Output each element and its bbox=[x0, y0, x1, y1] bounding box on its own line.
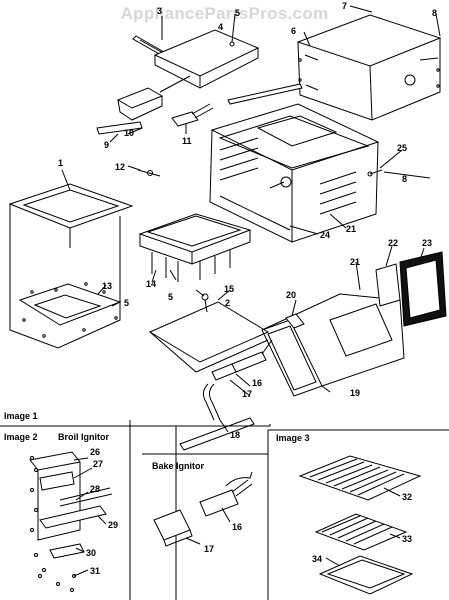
broil-grid-part-33 bbox=[314, 513, 408, 551]
callout: 5 bbox=[124, 298, 129, 308]
callout: 16 bbox=[252, 378, 262, 388]
callout: 25 bbox=[397, 143, 407, 153]
bake-ignitor-detail bbox=[153, 471, 253, 547]
callout: 12 bbox=[115, 162, 125, 172]
oven-rack-part-32 bbox=[298, 455, 422, 501]
ignitor-part-11 bbox=[171, 103, 214, 127]
callout: 16 bbox=[232, 522, 242, 532]
callout: 17 bbox=[242, 389, 252, 399]
panel-label-image3: Image 3 bbox=[276, 433, 310, 443]
side-panel-part-1 bbox=[8, 183, 134, 349]
panel-label-broil-ignitor: Broil Ignitor bbox=[58, 432, 109, 442]
callout: 27 bbox=[93, 459, 103, 469]
callout: 32 bbox=[402, 492, 412, 502]
top-cover-part-3 bbox=[153, 29, 260, 89]
callout: 31 bbox=[90, 566, 100, 576]
callout: 7 bbox=[342, 1, 347, 11]
panel-label-image2: Image 2 bbox=[4, 432, 38, 442]
callout: 26 bbox=[90, 447, 100, 457]
callout: 21 bbox=[346, 224, 356, 234]
burner-baffle-part-2 bbox=[148, 293, 270, 373]
watermark: AppliancePartsPros.com bbox=[120, 4, 329, 23]
callout: 5 bbox=[168, 292, 173, 302]
broil-burner-part-10 bbox=[96, 75, 191, 135]
callout: 3 bbox=[157, 6, 162, 16]
broil-pan-part-34 bbox=[318, 555, 414, 595]
callout: 22 bbox=[388, 238, 398, 248]
callout: 5 bbox=[235, 8, 240, 18]
callout: 20 bbox=[286, 290, 296, 300]
callout: 18 bbox=[230, 430, 240, 440]
callout: 29 bbox=[108, 520, 118, 530]
fitting-part-12 bbox=[137, 169, 161, 177]
window-part-23 bbox=[375, 251, 447, 327]
callout: 11 bbox=[182, 136, 192, 146]
callout: 13 bbox=[102, 281, 112, 291]
callout: 15 bbox=[224, 284, 234, 294]
ignitor-part-16 bbox=[211, 339, 273, 381]
callout: 23 bbox=[422, 238, 432, 248]
callout: 8 bbox=[432, 8, 437, 18]
callout: 34 bbox=[312, 554, 322, 564]
panel-label-bake-ignitor: Bake Ignitor bbox=[152, 461, 205, 471]
callout: 9 bbox=[104, 140, 109, 150]
callout: 24 bbox=[320, 230, 330, 240]
callout: 19 bbox=[350, 388, 360, 398]
callout: 10 bbox=[124, 128, 134, 138]
panel-label-image1: Image 1 bbox=[4, 411, 38, 421]
callout: 14 bbox=[146, 279, 156, 289]
callout: 1 bbox=[58, 158, 63, 168]
oven-cavity-part-21 bbox=[209, 103, 383, 243]
callout: 17 bbox=[204, 544, 214, 554]
callout: 8 bbox=[402, 174, 407, 184]
callout: 2 bbox=[225, 298, 230, 308]
callout: 21 bbox=[350, 257, 360, 267]
door-frame-part-19 bbox=[261, 293, 405, 397]
bake-burner-part-14 bbox=[138, 213, 252, 282]
rail bbox=[227, 83, 303, 105]
callout: 6 bbox=[291, 26, 296, 36]
rear-box-part-6 bbox=[296, 14, 442, 121]
callout: 30 bbox=[86, 548, 96, 558]
callout: 33 bbox=[402, 534, 412, 544]
callout: 28 bbox=[90, 484, 100, 494]
callout: 4 bbox=[218, 22, 223, 32]
